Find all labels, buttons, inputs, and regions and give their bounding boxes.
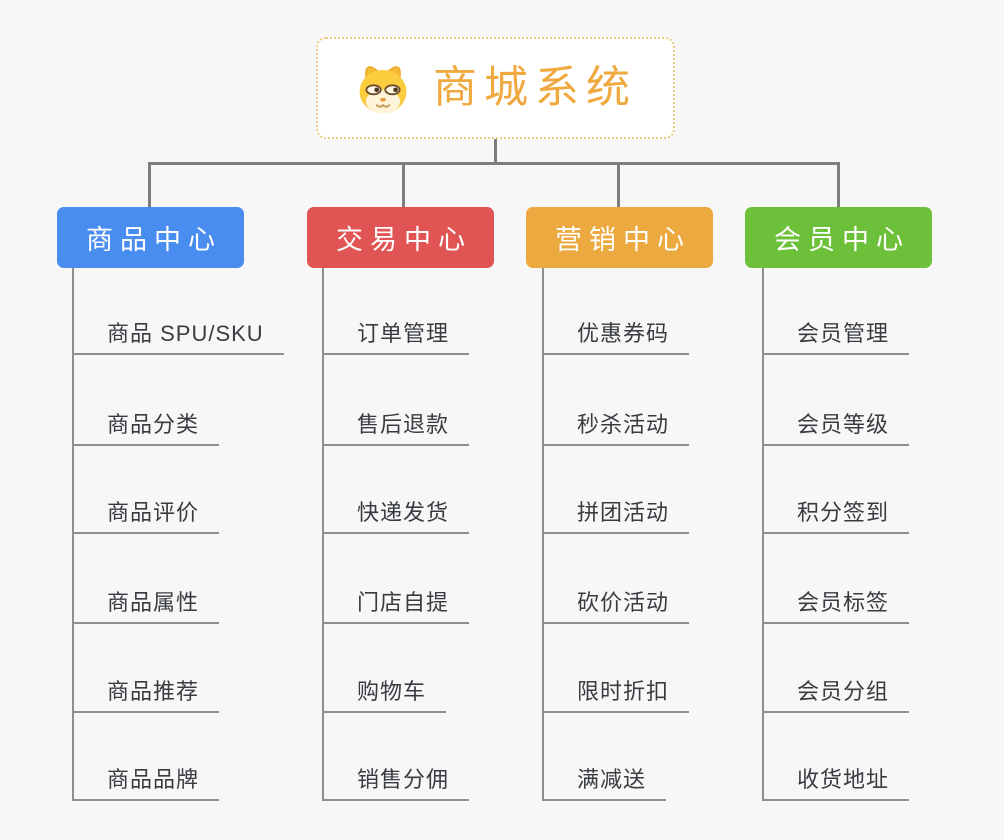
branch-header-trade-center[interactable]: 交易中心 [307,207,494,268]
leaf-node-member-group[interactable]: 会员分组 [762,678,910,713]
connector-root-stem [494,139,497,165]
leaf-node-shipping-address[interactable]: 收货地址 [762,766,910,801]
connector-drop-product [148,162,151,208]
leaf-node-product-recommend[interactable]: 商品推荐 [72,678,220,713]
root-title: 商城系统 [433,63,637,112]
leaf-node-member-level[interactable]: 会员等级 [762,411,910,446]
root-node[interactable]: 商城系统 [316,37,675,139]
branch-header-product-center[interactable]: 商品中心 [57,207,244,268]
branch-header-member-center[interactable]: 会员中心 [745,207,932,268]
leaf-node-product-attribute[interactable]: 商品属性 [72,589,220,624]
leaf-node-product-brand[interactable]: 商品品牌 [72,766,220,801]
leaf-node-points-checkin[interactable]: 积分签到 [762,499,910,534]
leaf-node-coupon-code[interactable]: 优惠券码 [542,320,690,355]
branch-header-marketing-center[interactable]: 营销中心 [526,207,713,268]
branch-column-product-center: 商品 SPU/SKU 商品分类 商品评价 商品属性 商品推荐 商品品牌 [72,268,304,801]
leaf-node-sales-commission[interactable]: 销售分佣 [322,766,470,801]
leaf-node-flash-sale[interactable]: 秒杀活动 [542,411,690,446]
leaf-node-full-reduction[interactable]: 满减送 [542,766,667,801]
connector-drop-trade [402,162,405,208]
leaf-node-member-tag[interactable]: 会员标签 [762,589,910,624]
leaf-node-product-category[interactable]: 商品分类 [72,411,220,446]
connector-drop-marketing [617,162,620,208]
shiba-dog-icon [359,66,407,114]
leaf-node-order-management[interactable]: 订单管理 [322,320,470,355]
branch-column-member-center: 会员管理 会员等级 积分签到 会员标签 会员分组 收货地址 [762,268,994,801]
branch-column-marketing-center: 优惠券码 秒杀活动 拼团活动 砍价活动 限时折扣 满减送 [542,268,774,801]
connector-drop-member [837,162,840,208]
leaf-node-aftersale-refund[interactable]: 售后退款 [322,411,470,446]
leaf-node-member-management[interactable]: 会员管理 [762,320,910,355]
leaf-node-express-shipping[interactable]: 快递发货 [322,499,470,534]
leaf-node-bargain-activity[interactable]: 砍价活动 [542,589,690,624]
connector-horizontal-bar [148,162,840,165]
branch-column-trade-center: 订单管理 售后退款 快递发货 门店自提 购物车 销售分佣 [322,268,554,801]
leaf-node-limited-time-discount[interactable]: 限时折扣 [542,678,690,713]
leaf-node-shopping-cart[interactable]: 购物车 [322,678,447,713]
leaf-node-product-review[interactable]: 商品评价 [72,499,220,534]
leaf-node-store-pickup[interactable]: 门店自提 [322,589,470,624]
leaf-node-group-buy[interactable]: 拼团活动 [542,499,690,534]
leaf-node-product-spu-sku[interactable]: 商品 SPU/SKU [72,320,284,355]
